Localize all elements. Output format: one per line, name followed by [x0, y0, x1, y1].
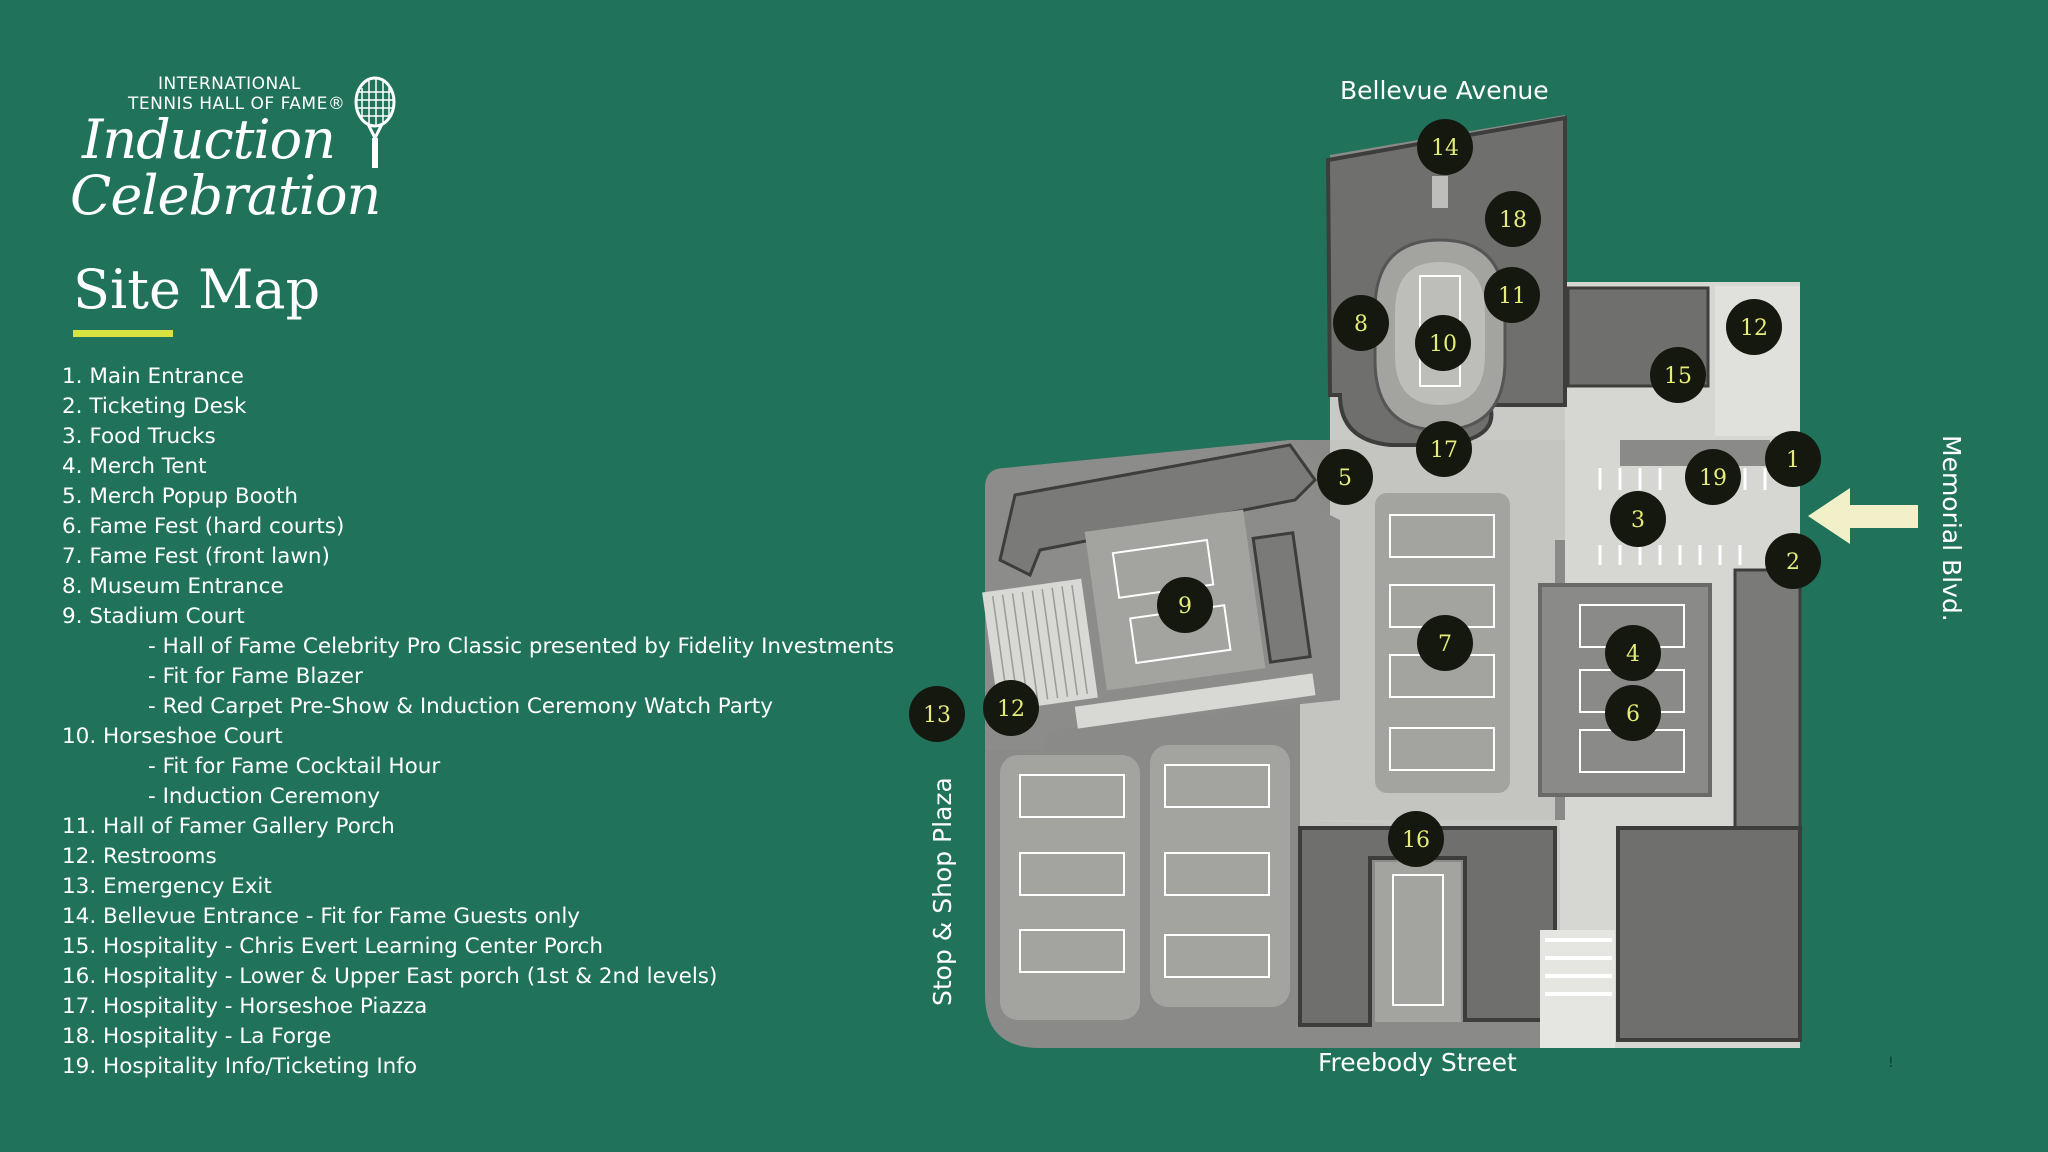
legend-subitem: - Red Carpet Pre-Show & Induction Ceremo… — [148, 694, 773, 719]
page-title: Site Map — [73, 258, 321, 321]
marker-12-circle — [1726, 299, 1782, 355]
marker-4-label: 4 — [1626, 642, 1640, 667]
marker-5-label: 5 — [1338, 466, 1352, 491]
marker-7-circle — [1417, 615, 1473, 671]
west-courts-left — [1000, 755, 1140, 1020]
marker-7-label: 7 — [1438, 632, 1452, 657]
title-underline — [73, 330, 173, 337]
marker-13-label: 13 — [923, 703, 951, 728]
marker-11-label: 11 — [1498, 284, 1526, 309]
tiny-mark: ! — [1888, 1055, 1894, 1071]
marker-2-circle — [1765, 533, 1821, 589]
legend-item: 4. Merch Tent — [62, 454, 207, 479]
marker-6-label: 6 — [1626, 702, 1640, 727]
marker-14-circle — [1417, 119, 1473, 175]
marker-19-circle — [1685, 449, 1741, 505]
marker-9-circle — [1157, 577, 1213, 633]
street-freebody-street: Freebody Street — [1318, 1048, 1517, 1077]
logo-script-1: Induction — [82, 108, 336, 171]
marker-3-circle — [1610, 491, 1666, 547]
street-stop-shop-plaza: Stop & Shop Plaza — [928, 777, 957, 1006]
marker-12-circle — [983, 680, 1039, 736]
legend-subitem: - Induction Ceremony — [148, 784, 380, 809]
marker-1-label: 1 — [1786, 448, 1800, 473]
marker-2-label: 2 — [1786, 550, 1800, 575]
legend-item: 6. Fame Fest (hard courts) — [62, 514, 345, 539]
marker-12-label: 12 — [997, 697, 1025, 722]
marker-13-circle — [909, 686, 965, 742]
legend-item: 15. Hospitality - Chris Evert Learning C… — [62, 934, 603, 959]
marker-5-circle — [1317, 449, 1373, 505]
marker-10-label: 10 — [1429, 332, 1457, 357]
site-legend: 1. Main Entrance 2. Ticketing Desk 3. Food… — [62, 362, 894, 1082]
legend-item: 17. Hospitality - Horseshoe Piazza — [62, 994, 428, 1019]
induction-celebration-logo: INTERNATIONAL TENNIS HALL OF FAME® Induc… — [70, 70, 410, 230]
logo-line-2: TENNIS HALL OF FAME® — [128, 94, 346, 114]
southeast-building — [1616, 826, 1802, 1042]
stadium-south-stand — [1074, 673, 1316, 729]
legend-item: 19. Hospitality Info/Ticketing Info — [62, 1054, 418, 1079]
marker-19-label: 19 — [1699, 466, 1727, 491]
marker-15-label: 15 — [1664, 364, 1692, 389]
west-courts-right — [1150, 745, 1290, 1007]
marker-8-label: 8 — [1354, 312, 1368, 337]
legend-item: 3. Food Trucks — [62, 424, 216, 449]
legend-item: 18. Hospitality - La Forge — [62, 1024, 332, 1049]
legend-item: 1. Main Entrance — [62, 364, 244, 389]
legend-item: 8. Museum Entrance — [62, 574, 284, 599]
marker-11-circle — [1484, 267, 1540, 323]
marker-9-label: 9 — [1178, 594, 1192, 619]
street-memorial-blvd: Memorial Blvd. — [1937, 435, 1966, 622]
main-entrance-arrow-icon — [1808, 488, 1918, 544]
legend-item: 13. Emergency Exit — [62, 874, 272, 899]
marker-15-circle — [1650, 347, 1706, 403]
marker-12-label: 12 — [1740, 316, 1768, 341]
marker-17-label: 17 — [1430, 438, 1458, 463]
marker-1-circle — [1765, 431, 1821, 487]
legend-item: 16. Hospitality - Lower & Upper East por… — [62, 964, 718, 989]
stadium-east-stand — [1251, 531, 1312, 664]
legend-item: 11. Hall of Famer Gallery Porch — [62, 814, 395, 839]
marker-18-circle — [1485, 191, 1541, 247]
marker-18-label: 18 — [1499, 208, 1527, 233]
marker-10-circle — [1415, 315, 1471, 371]
legend-item: 12. Restrooms — [62, 844, 217, 869]
marker-6-circle — [1605, 685, 1661, 741]
south-court — [1375, 862, 1461, 1022]
legend-item: 7. Fame Fest (front lawn) — [62, 544, 330, 569]
south-building — [1298, 826, 1557, 1027]
marker-14-label: 14 — [1431, 136, 1459, 161]
marker-16-circle — [1388, 811, 1444, 867]
legend-subitem: - Fit for Fame Cocktail Hour — [148, 754, 441, 779]
marker-3-label: 3 — [1631, 508, 1645, 533]
legend-subitem: - Fit for Fame Blazer — [148, 664, 363, 689]
legend-item: 2. Ticketing Desk — [62, 394, 247, 419]
marker-4-circle — [1605, 625, 1661, 681]
legend-subitem: - Hall of Fame Celebrity Pro Classic pre… — [148, 634, 895, 659]
marker-8-circle — [1333, 295, 1389, 351]
legend-item: 14. Bellevue Entrance - Fit for Fame Gue… — [62, 904, 581, 929]
tennis-racket-icon — [354, 76, 396, 168]
marker-17-circle — [1416, 421, 1472, 477]
legend-item: 5. Merch Popup Booth — [62, 484, 298, 509]
south-crosswalk — [1540, 930, 1615, 1048]
logo-line-1: INTERNATIONAL — [158, 74, 301, 94]
street-bellevue-avenue: Bellevue Avenue — [1340, 76, 1549, 105]
legend-item: 10. Horseshoe Court — [62, 724, 283, 749]
legend-item: 9. Stadium Court — [62, 604, 245, 629]
marker-16-label: 16 — [1402, 828, 1430, 853]
logo-script-2: Celebration — [70, 164, 381, 227]
